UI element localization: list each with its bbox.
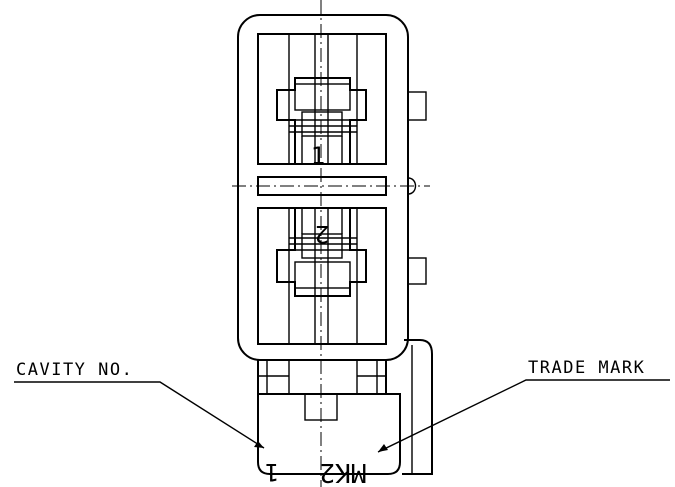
- trade-mark-callout: TRADE MARK: [528, 358, 646, 378]
- cavity-no-callout: CAVITY NO.: [16, 360, 134, 380]
- divider-bar: [257, 176, 387, 196]
- trade-arrowhead: [378, 444, 388, 452]
- cavity-callout-leader: [14, 381, 265, 449]
- trade-mark-text: MK2: [320, 457, 367, 487]
- lower-cavity: [257, 207, 387, 345]
- cavity-arrowhead: [254, 441, 264, 448]
- base-cavity-number: 1: [265, 458, 279, 486]
- cavity-number-top: 1: [311, 142, 325, 170]
- latch-arm: [402, 339, 433, 475]
- side-tab-top: [407, 91, 427, 121]
- housing-outline: [237, 14, 409, 361]
- base-body: [257, 360, 401, 475]
- trade-callout-leader: [377, 379, 670, 453]
- side-tab-bottom: [407, 257, 427, 285]
- divider-nub: [407, 177, 417, 195]
- upper-cavity: [257, 33, 387, 165]
- cavity-number-bottom: 2: [315, 220, 329, 248]
